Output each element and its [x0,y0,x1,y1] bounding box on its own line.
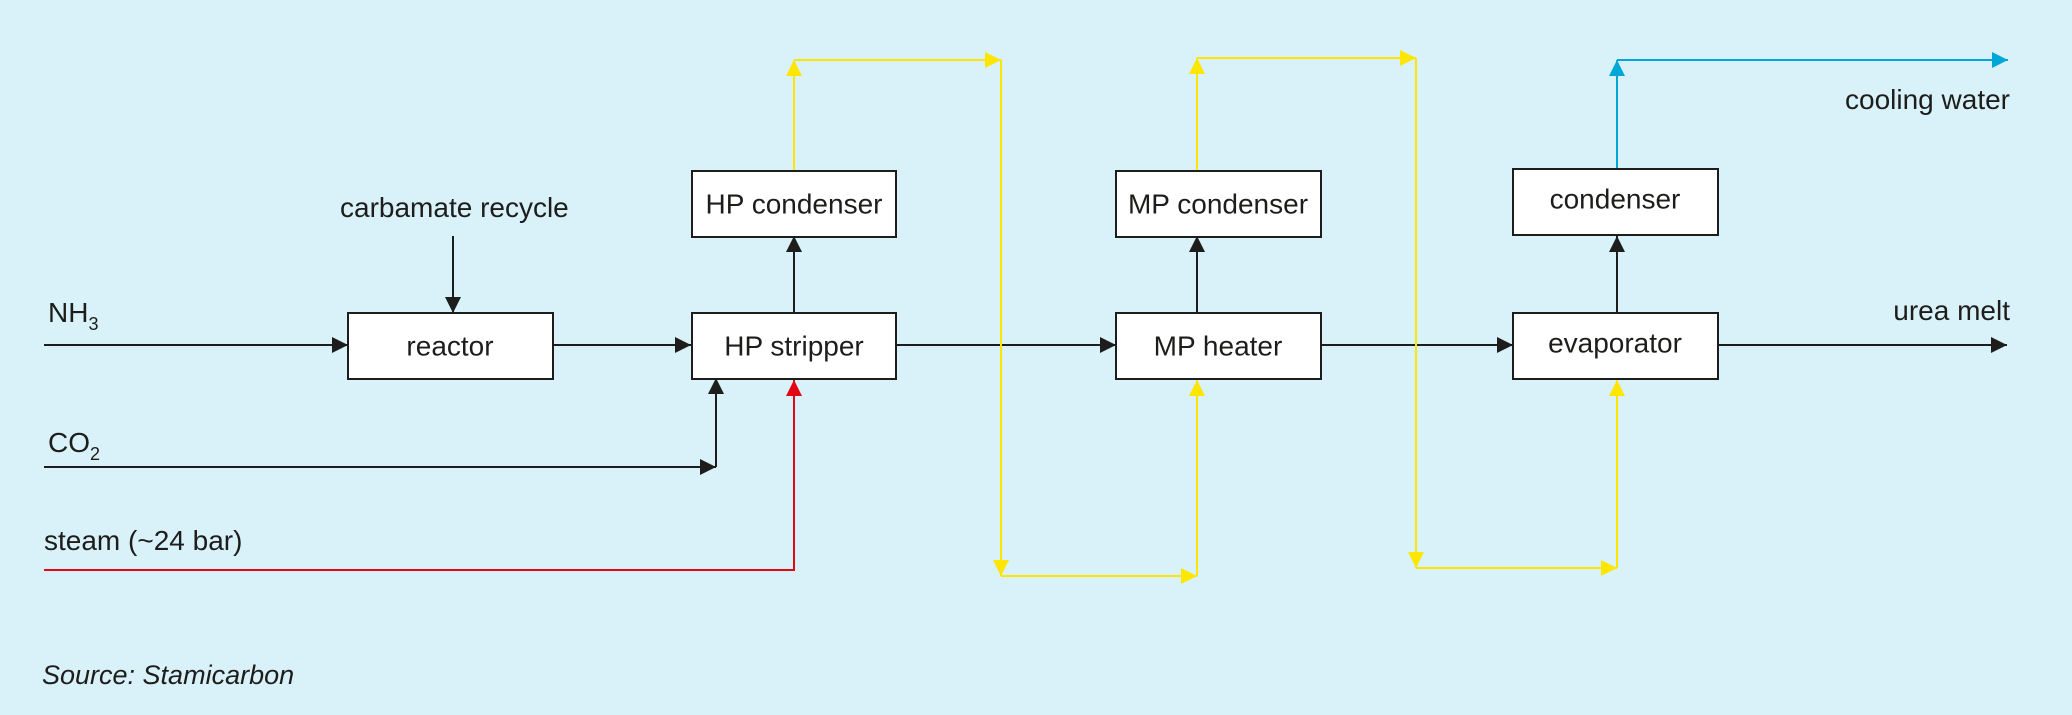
condenser-label: condenser [1550,184,1681,215]
hp-condenser-box: HP condenser [691,170,897,238]
steam-label: steam (~24 bar) [44,525,242,556]
condensate-lines [786,50,1625,584]
condenser-box: condenser [1512,168,1719,236]
hp-stripper-box: HP stripper [691,312,897,380]
co2-label-base: CO [48,427,90,458]
co2-label-subscript: 2 [90,444,100,464]
reactor-box: reactor [347,312,554,380]
co2-label: CO2 [48,427,100,464]
mp-condenser-label: MP condenser [1128,189,1308,220]
mp-condenser-box: MP condenser [1115,170,1322,238]
urea-melt-label: urea melt [1893,295,2010,326]
mp-heater-box: MP heater [1115,312,1322,380]
hp-condenser-label: HP condenser [706,189,883,220]
nh3-label: NH3 [48,297,98,334]
mp-heater-label: MP heater [1154,331,1283,362]
hp-stripper-label: HP stripper [724,331,864,362]
cooling-water-label: cooling water [1845,84,2010,115]
nh3-label-subscript: 3 [88,314,98,334]
nh3-label-base: NH [48,297,88,328]
evaporator-label: evaporator [1548,328,1682,359]
source-caption: Source: Stamicarbon [42,660,295,690]
evaporator-box: evaporator [1512,312,1719,380]
carbamate-recycle-label: carbamate recycle [340,192,569,223]
steam-line [44,380,802,571]
reactor-label: reactor [406,331,493,362]
